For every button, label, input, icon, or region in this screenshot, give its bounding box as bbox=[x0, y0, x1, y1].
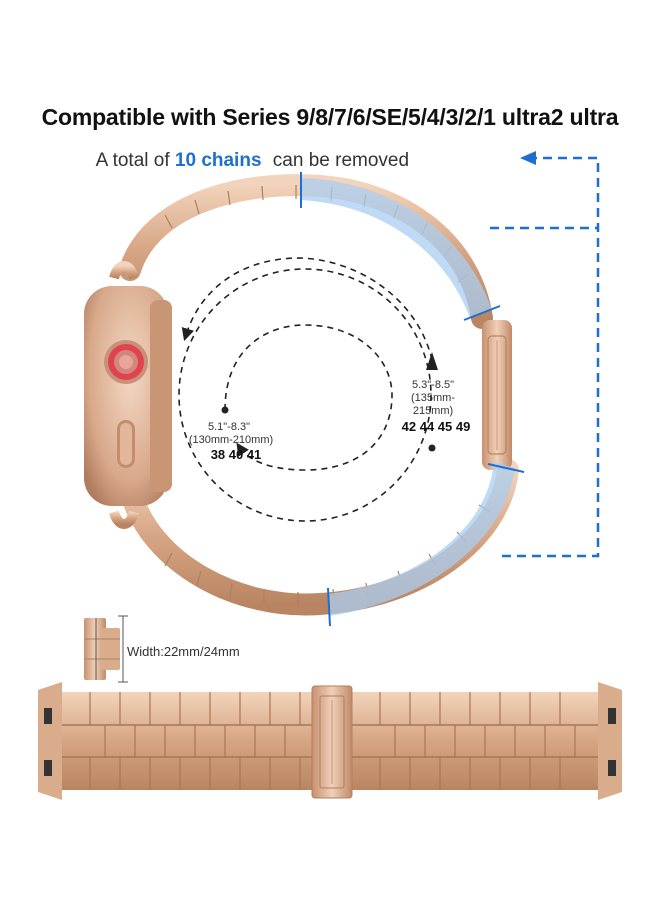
small-size-range-inches: 5.1"-8.3" bbox=[207, 421, 251, 433]
removal-note-highlight: 10 chains bbox=[174, 150, 262, 171]
large-size-range-inches: 5.3"-8.5" bbox=[411, 379, 455, 391]
straight-band bbox=[38, 682, 622, 800]
arrow-large-size-icon bbox=[181, 257, 433, 361]
removal-note-prefix: A total of bbox=[95, 150, 170, 171]
removal-note: A total of 10 chains can be removed bbox=[0, 150, 660, 172]
removable-links-overlay bbox=[300, 172, 525, 627]
removal-indicator bbox=[490, 156, 600, 558]
link-width-label: Width:22mm/24mm bbox=[127, 644, 240, 659]
small-size-models: 38 40 41 bbox=[210, 447, 262, 462]
arrow-left-icon bbox=[520, 151, 536, 165]
large-size-range-mm-line1: (135mm- bbox=[410, 392, 455, 404]
single-link bbox=[84, 618, 120, 680]
large-size-models: 42 44 45 49 bbox=[401, 419, 471, 434]
arrow-small-size-icon bbox=[224, 324, 393, 471]
large-size-range-mm-line2: 215mm) bbox=[412, 405, 454, 417]
size-circles bbox=[178, 257, 433, 522]
removal-note-suffix: can be removed bbox=[272, 150, 410, 171]
page-title: Compatible with Series 9/8/7/6/SE/5/4/3/… bbox=[41, 104, 619, 130]
small-size-range-mm: (130mm-210mm) bbox=[188, 434, 274, 446]
watch-case bbox=[84, 261, 172, 529]
